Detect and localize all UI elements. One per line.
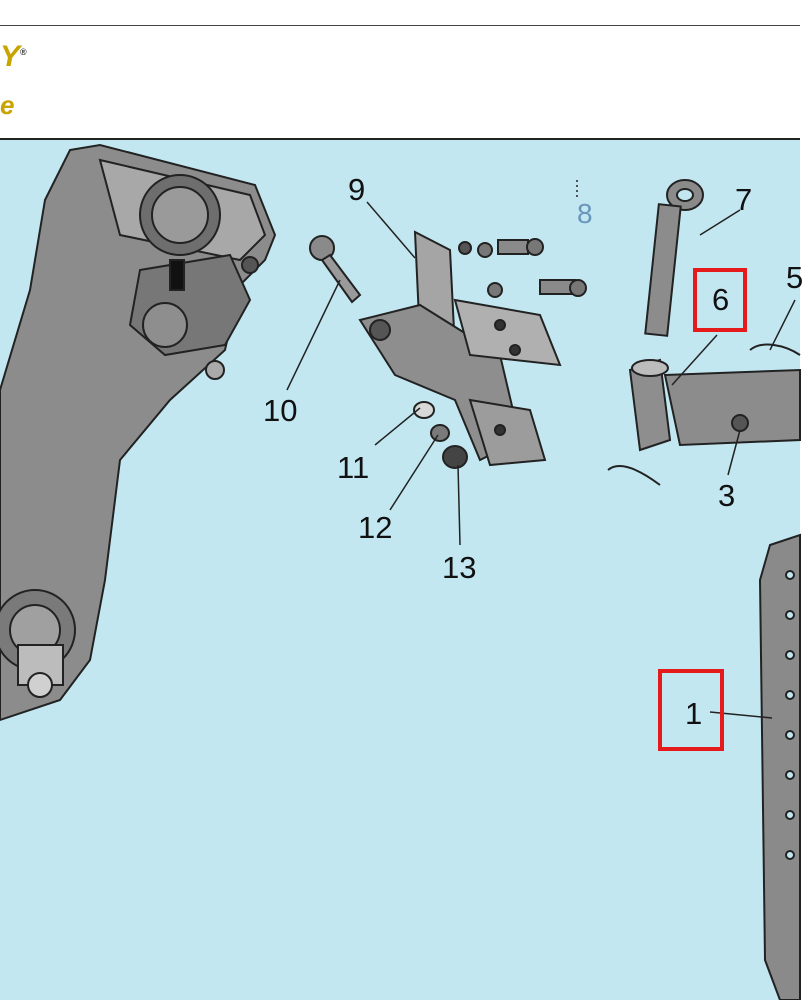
bracket-part-9 xyxy=(358,230,562,467)
callout-7: 7 xyxy=(735,182,753,217)
catalog-header: Y® e xyxy=(0,0,800,140)
gearbox-housing xyxy=(0,143,277,722)
callout-5: 5 xyxy=(786,260,803,295)
parts-drawing xyxy=(0,143,801,1000)
header-rule xyxy=(0,25,800,26)
callout-10: 10 xyxy=(263,393,298,428)
callout-12: 12 xyxy=(358,510,393,545)
hardware-part-8 xyxy=(458,238,587,298)
callout-13: 13 xyxy=(442,550,477,585)
washer-parts-11-12-13 xyxy=(413,401,468,469)
callout-8: 8 xyxy=(577,198,593,229)
highlight-box-part-6 xyxy=(693,268,747,332)
brand-logo: Y® xyxy=(0,40,27,73)
hitch-plate-part-1 xyxy=(758,533,801,1000)
highlight-box-part-1 xyxy=(658,669,724,751)
callout-6: 6 xyxy=(712,282,730,317)
pin-part-7 xyxy=(644,179,704,337)
exploded-parts-diagram: 9 8 7 6 5 10 11 3 12 13 1 xyxy=(0,140,803,1000)
callout-1: 1 xyxy=(685,696,703,731)
callout-11: 11 xyxy=(337,450,370,485)
hitch-arm-part-6 xyxy=(628,358,801,452)
callout-9: 9 xyxy=(348,172,366,207)
clip-pins xyxy=(607,343,801,486)
brand-logo-subtitle: e xyxy=(0,90,15,120)
callout-3: 3 xyxy=(718,478,736,513)
bolt-part-10 xyxy=(309,235,362,304)
